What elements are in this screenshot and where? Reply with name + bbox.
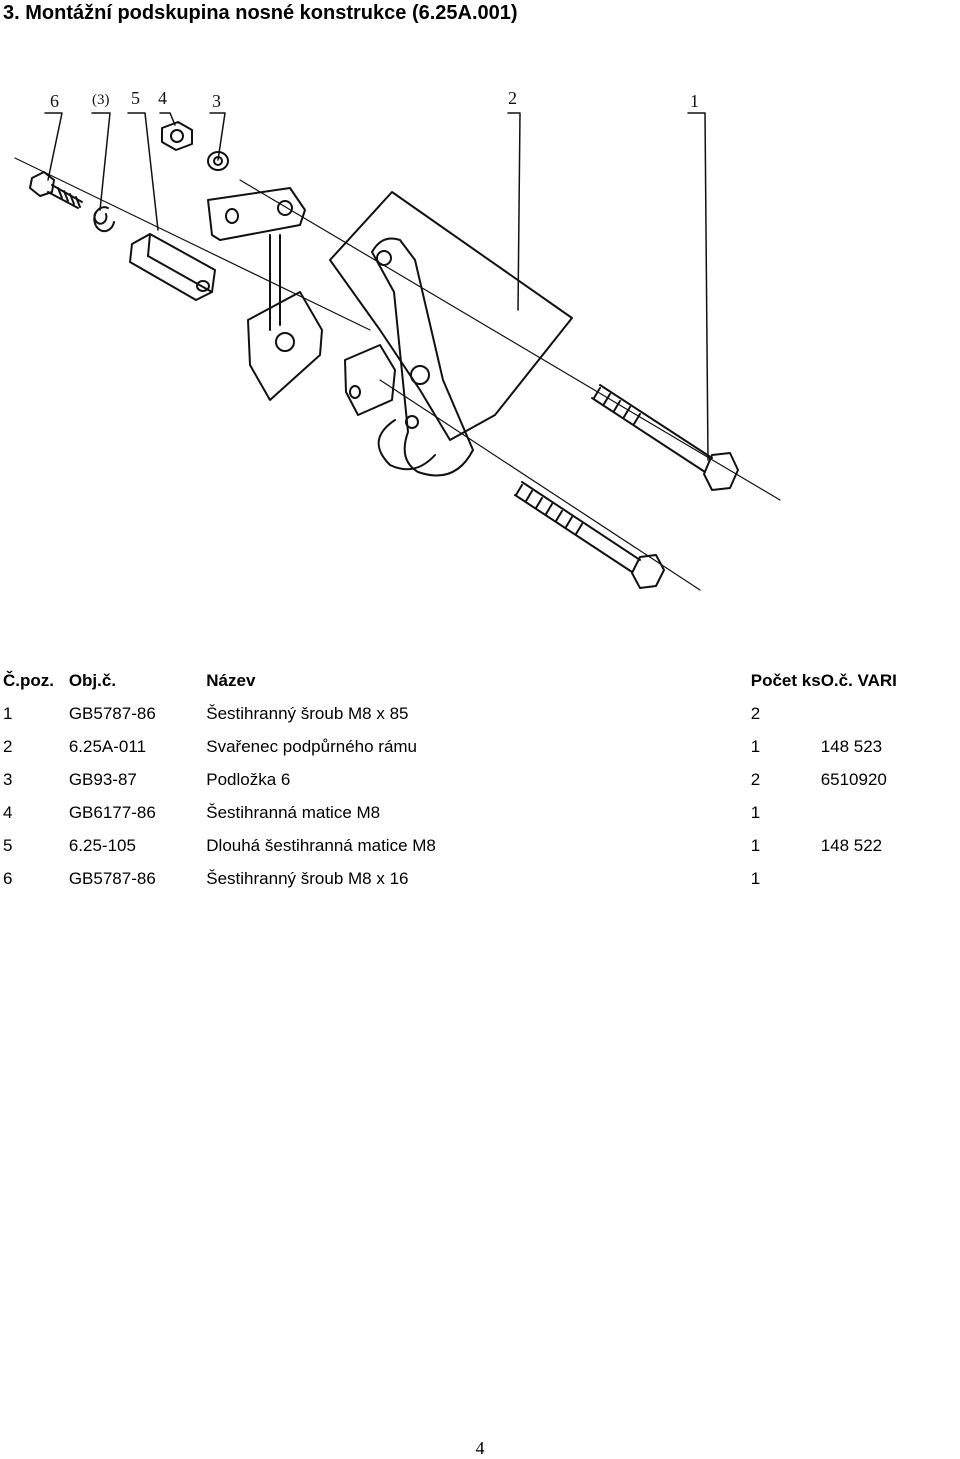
table-row: 1 GB5787-86 Šestihranný šroub M8 x 85 2 — [0, 697, 960, 730]
callout-leaders — [44, 112, 709, 461]
page-heading: 3. Montážní podskupina nosné konstrukce … — [3, 2, 518, 24]
callout-2: 2 — [508, 88, 517, 108]
hex-bolt-long-icon — [591, 384, 739, 491]
callout-1: 1 — [690, 91, 699, 111]
cell-quantity: 1 — [750, 736, 761, 756]
cell-vari-number: 6510920 — [820, 769, 887, 789]
cell-name: Šestihranná matice M8 — [206, 802, 381, 822]
cell-name: Dlouhá šestihranná matice M8 — [206, 835, 436, 855]
lock-washer-icon — [93, 206, 115, 233]
header-name: Název — [206, 670, 256, 690]
cell-name: Podložka 6 — [206, 769, 291, 789]
long-hex-nut-icon — [129, 233, 216, 301]
cell-order-number: 6.25-105 — [68, 835, 136, 855]
cell-vari-number: 148 523 — [820, 736, 883, 756]
cell-vari-number — [821, 862, 960, 895]
cell-quantity: 2 — [750, 769, 761, 789]
table-row: 4 GB6177-86 Šestihranná matice M8 1 — [0, 796, 960, 829]
table-row: 3 GB93-87 Podložka 6 2 6510920 — [0, 763, 960, 796]
header-quantity: Počet ks — [750, 670, 821, 690]
cell-position: 2 — [3, 736, 13, 756]
cell-quantity: 2 — [750, 703, 761, 723]
exploded-assembly-drawing: 6 (3) 5 4 3 2 1 — [0, 30, 830, 625]
table-header-row: Č.poz. Obj.č. Název Počet ks O.č. VARI — [0, 664, 960, 697]
callout-5: 5 — [131, 88, 140, 108]
callout-3: 3 — [212, 91, 221, 111]
cell-position: 4 — [3, 802, 13, 822]
cell-position: 5 — [3, 835, 13, 855]
header-position: Č.poz. — [3, 670, 54, 690]
cell-name: Svařenec podpůrného rámu — [206, 736, 418, 756]
support-frame-weldment-icon — [207, 187, 573, 477]
page-number: 4 — [475, 1438, 485, 1458]
cell-quantity: 1 — [750, 802, 761, 822]
cell-order-number: 6.25A-011 — [68, 736, 147, 756]
cell-position: 3 — [3, 769, 13, 789]
cell-vari-number: 148 522 — [820, 835, 883, 855]
hex-bolt-small-icon — [29, 171, 83, 209]
callout-3-paren: (3) — [92, 92, 110, 108]
cell-position: 1 — [3, 703, 13, 723]
cell-vari-number — [821, 796, 960, 829]
callout-6: 6 — [50, 91, 59, 111]
header-vari-number: O.č. VARI — [820, 670, 897, 690]
table-row: 5 6.25-105 Dlouhá šestihranná matice M8 … — [0, 829, 960, 862]
hex-nut-icon — [161, 121, 193, 151]
assembly-axis-lines — [14, 157, 781, 591]
cell-vari-number — [821, 697, 960, 730]
callout-4: 4 — [158, 88, 167, 108]
table-row: 6 GB5787-86 Šestihranný šroub M8 x 16 1 — [0, 862, 960, 895]
cell-name: Šestihranný šroub M8 x 16 — [206, 868, 409, 888]
cell-name: Šestihranný šroub M8 x 85 — [206, 703, 409, 723]
hex-bolt-long-lower-icon — [514, 481, 665, 589]
table-row: 2 6.25A-011 Svařenec podpůrného rámu 1 1… — [0, 730, 960, 763]
header-order-number: Obj.č. — [68, 670, 117, 690]
cell-order-number: GB6177-86 — [68, 802, 156, 822]
parts-list-table: Č.poz. Obj.č. Název Počet ks O.č. VARI 1… — [0, 664, 960, 895]
cell-quantity: 1 — [750, 835, 761, 855]
cell-position: 6 — [3, 868, 13, 888]
washer-icon — [207, 151, 229, 171]
cell-order-number: GB93-87 — [68, 769, 137, 789]
cell-order-number: GB5787-86 — [68, 703, 156, 723]
cell-quantity: 1 — [750, 868, 761, 888]
cell-order-number: GB5787-86 — [68, 868, 156, 888]
